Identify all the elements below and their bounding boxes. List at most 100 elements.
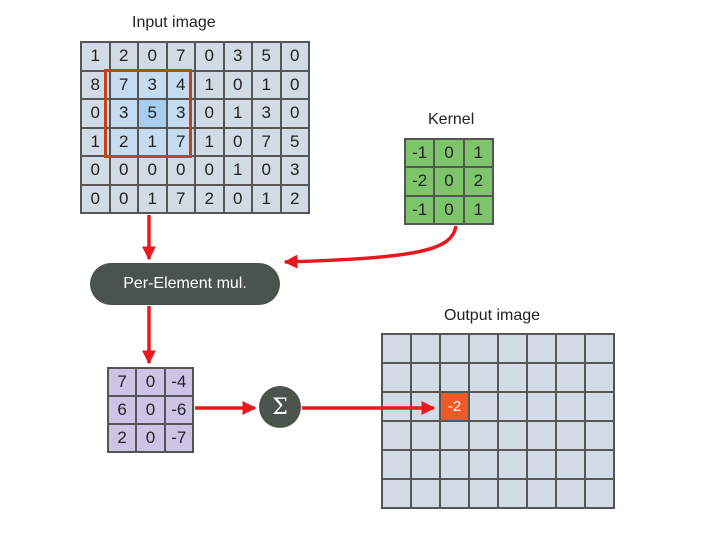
output-image-grid: -2 (381, 333, 615, 509)
output-cell (527, 334, 556, 363)
input-cell: 5 (138, 99, 167, 128)
product-cell: 0 (136, 424, 165, 452)
input-cell: 2 (195, 184, 224, 213)
output-cell (556, 392, 585, 421)
output-cell (469, 334, 498, 363)
input-cell: 0 (81, 184, 110, 213)
input-cell: 0 (280, 70, 309, 99)
input-cell: 1 (138, 184, 167, 213)
input-cell: 0 (223, 70, 252, 99)
product-cell: -6 (164, 396, 193, 424)
output-cell (556, 363, 585, 392)
output-cell (498, 450, 527, 479)
input-cell: 1 (81, 127, 110, 156)
product-cell: 2 (108, 424, 137, 452)
output-cell (411, 334, 440, 363)
output-cell (527, 363, 556, 392)
output-cell (440, 421, 469, 450)
input-cell: 0 (195, 99, 224, 128)
output-cell (527, 421, 556, 450)
input-cell: 1 (223, 99, 252, 128)
input-cell: 2 (109, 127, 138, 156)
output-cell (527, 479, 556, 508)
kernel-cell: 2 (463, 167, 493, 196)
output-cell (440, 363, 469, 392)
kernel-cell: 1 (463, 139, 493, 168)
input-cell: 2 (280, 184, 309, 213)
output-cell (556, 450, 585, 479)
input-cell: 1 (252, 184, 281, 213)
output-cell (440, 334, 469, 363)
output-cell (556, 421, 585, 450)
input-cell: 1 (223, 156, 252, 185)
output-cell (469, 450, 498, 479)
input-cell: 3 (109, 99, 138, 128)
kernel-cell: -2 (405, 167, 435, 196)
kernel-title: Kernel (428, 111, 475, 128)
product-cell: -7 (164, 424, 193, 452)
output-cell (382, 450, 411, 479)
output-cell (411, 479, 440, 508)
product-cell: 7 (108, 368, 137, 396)
kernel-cell: -1 (405, 195, 435, 224)
input-cell: 3 (280, 156, 309, 185)
output-cell (498, 363, 527, 392)
output-cell (498, 334, 527, 363)
output-cell (585, 392, 614, 421)
input-cell: 7 (252, 127, 281, 156)
input-image-title: Input image (132, 14, 216, 31)
output-result-cell: -2 (440, 392, 469, 421)
output-cell (527, 392, 556, 421)
output-cell (382, 334, 411, 363)
input-cell: 5 (280, 127, 309, 156)
output-cell (585, 479, 614, 508)
input-cell: 0 (81, 99, 110, 128)
input-cell: 3 (252, 99, 281, 128)
input-cell: 1 (138, 127, 167, 156)
output-cell (382, 421, 411, 450)
input-cell: 0 (195, 156, 224, 185)
output-cell (585, 363, 614, 392)
input-cell: 8 (81, 70, 110, 99)
product-cell: 0 (136, 396, 165, 424)
input-cell: 1 (81, 42, 110, 71)
kernel-cell: 0 (434, 167, 464, 196)
output-cell (469, 392, 498, 421)
kernel-cell: 1 (463, 195, 493, 224)
output-cell (382, 363, 411, 392)
input-cell: 1 (195, 127, 224, 156)
input-cell: 7 (109, 70, 138, 99)
output-cell (382, 479, 411, 508)
input-cell: 1 (252, 70, 281, 99)
output-cell (411, 363, 440, 392)
input-cell: 3 (223, 42, 252, 71)
input-cell: 0 (195, 42, 224, 71)
output-cell (469, 421, 498, 450)
input-cell: 1 (195, 70, 224, 99)
output-cell (498, 479, 527, 508)
input-cell: 0 (223, 127, 252, 156)
kernel-cell: 0 (434, 139, 464, 168)
arrow-kernel-to-mul (283, 225, 458, 269)
output-cell (469, 363, 498, 392)
per-element-multiplication-node: Per-Element mul. (90, 263, 280, 305)
product-cell: -4 (164, 368, 193, 396)
output-cell (498, 392, 527, 421)
kernel-cell: 0 (434, 195, 464, 224)
input-cell: 0 (109, 184, 138, 213)
kernel-cell: -1 (405, 139, 435, 168)
sum-node: Σ (259, 386, 301, 428)
output-cell (440, 479, 469, 508)
output-cell (498, 421, 527, 450)
output-cell (411, 421, 440, 450)
output-image-title: Output image (444, 307, 541, 324)
output-cell (469, 479, 498, 508)
input-cell: 0 (252, 156, 281, 185)
output-cell (556, 334, 585, 363)
output-cell (585, 334, 614, 363)
product-cell: 6 (108, 396, 137, 424)
